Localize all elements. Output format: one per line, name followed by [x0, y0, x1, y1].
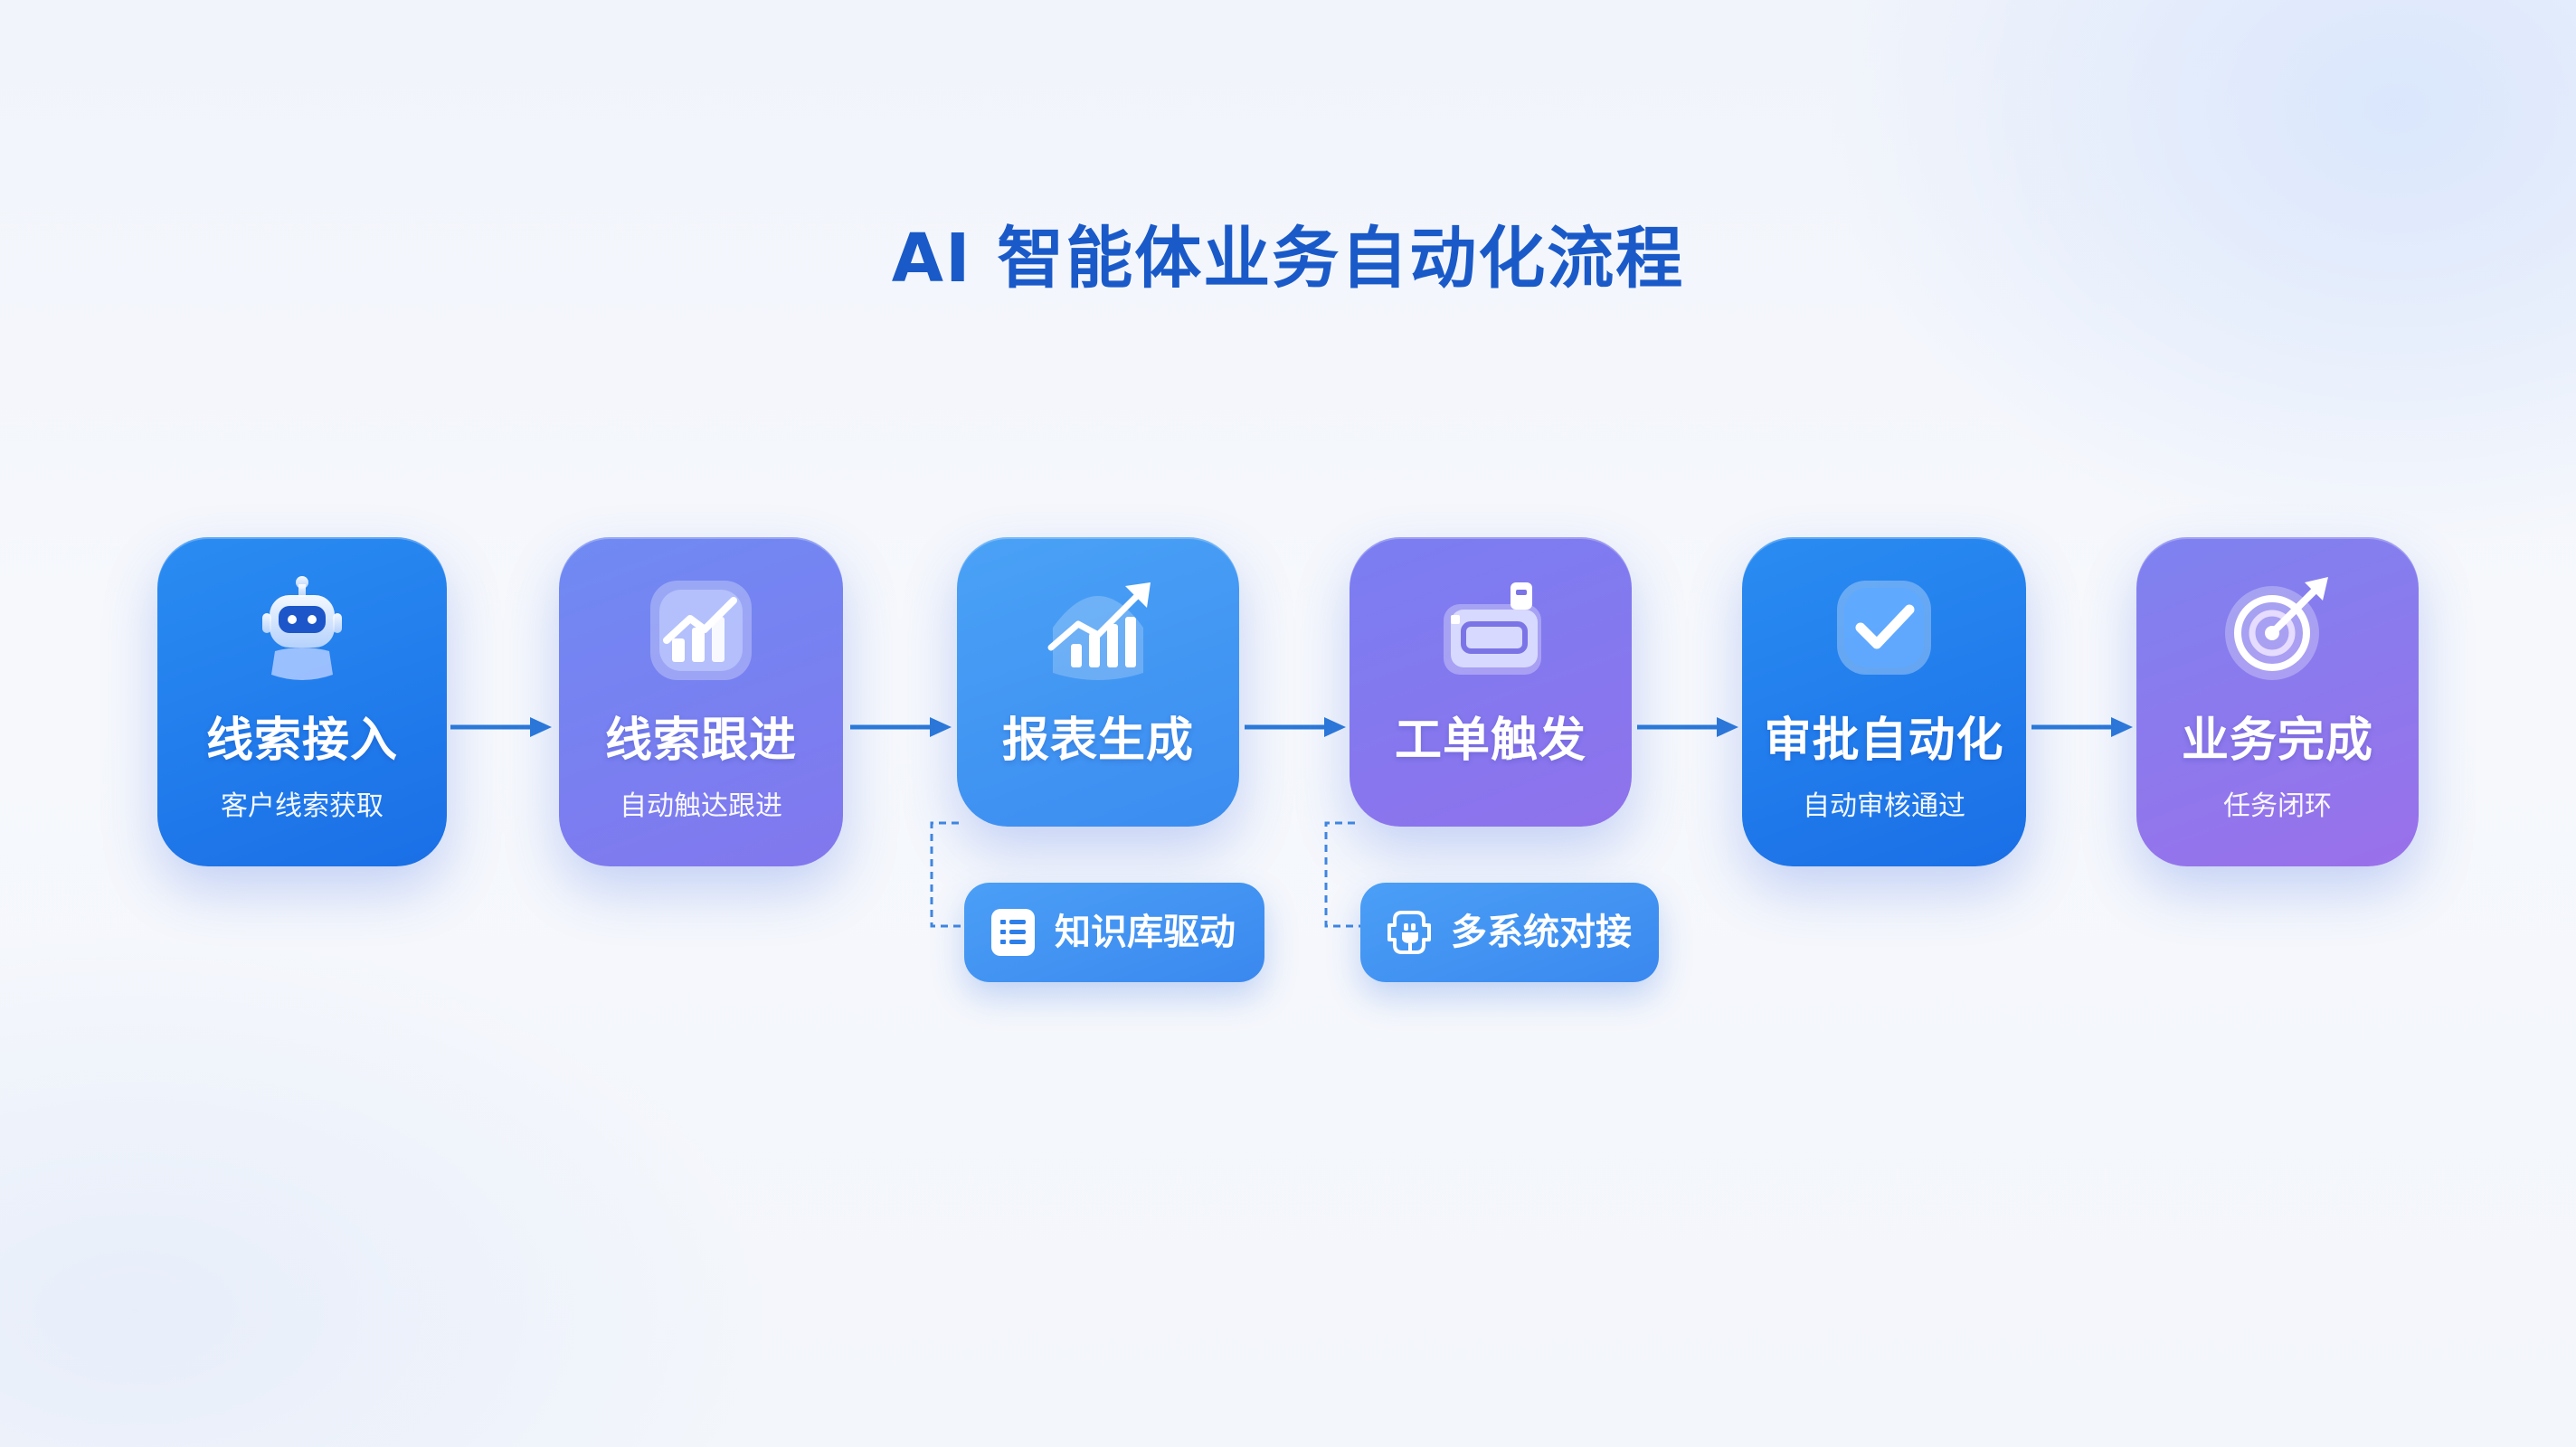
dashed-connector: [930, 821, 964, 928]
step-title: 报表生成: [1001, 714, 1194, 768]
step-card-lead-intake: 线索接入 客户线索获取: [157, 537, 447, 866]
step-title: 工单触发: [1394, 714, 1586, 768]
growth-chart-icon: [638, 573, 764, 691]
flow-arrow: [1245, 716, 1346, 738]
support-label: 知识库驱动: [1055, 912, 1236, 953]
support-pill-knowledge-base: 知识库驱动: [964, 883, 1264, 982]
integration-plug-icon: [1387, 911, 1431, 954]
step-title: 业务完成: [2181, 714, 2373, 768]
step-card-report-generation: 报表生成: [957, 537, 1239, 827]
step-subtitle: 自动审核通过: [1803, 790, 1965, 822]
robot-icon: [239, 573, 365, 691]
step-card-approval-automation: 审批自动化 自动审核通过: [1742, 537, 2026, 866]
step-title: 审批自动化: [1764, 714, 2004, 768]
step-subtitle: 自动触达跟进: [620, 790, 782, 822]
step-card-business-complete: 业务完成 任务闭环: [2136, 537, 2419, 866]
step-subtitle: 客户线索获取: [221, 790, 384, 822]
step-subtitle: 任务闭环: [2223, 790, 2332, 822]
ticket-card-icon: [1427, 573, 1554, 691]
step-title: 线索跟进: [604, 714, 797, 768]
flow-arrow: [450, 716, 552, 738]
trend-bar-chart-icon: [1035, 573, 1161, 691]
checkmark-icon: [1821, 573, 1947, 691]
step-title: 线索接入: [205, 714, 398, 768]
diagram-title: AI 智能体业务自动化流程: [891, 220, 1685, 298]
step-card-lead-followup: 线索跟进 自动触达跟进: [559, 537, 843, 866]
flow-arrow: [1637, 716, 1738, 738]
flow-arrow: [850, 716, 952, 738]
flow-arrow: [2031, 716, 2133, 738]
target-arrow-icon: [2214, 573, 2341, 691]
document-list-icon: [991, 909, 1035, 956]
support-pill-system-integration: 多系统对接: [1360, 883, 1659, 982]
step-card-ticket-trigger: 工单触发: [1350, 537, 1632, 827]
support-label: 多系统对接: [1451, 912, 1632, 953]
dashed-connector: [1324, 821, 1360, 928]
